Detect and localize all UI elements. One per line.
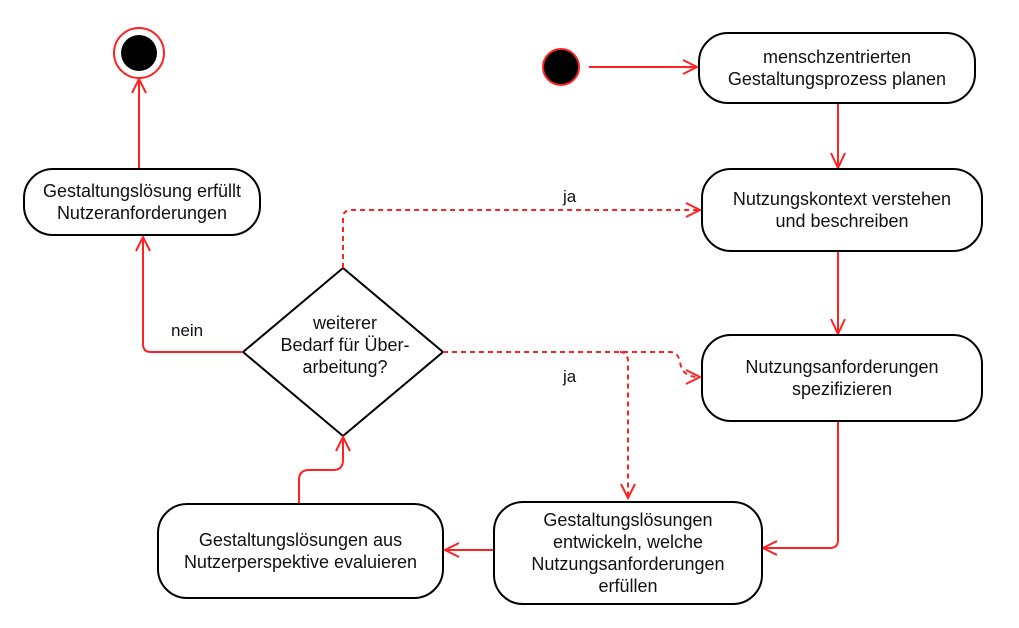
start-node [542,48,580,86]
arrow-requirements-develop [760,540,778,556]
edge-decision-context [342,209,698,268]
edge-decision-fulfilled [142,238,243,353]
arrow-evaluate-decision [335,434,351,452]
edge-decision-requirements [443,351,699,378]
node-requirements: Nutzungsanforderungen spezifizieren [701,334,983,422]
arrow-fulfilled-end [131,76,147,94]
node-develop: Gestaltungslösungen entwickeln, welche N… [493,501,763,605]
arrow-decision-fulfilled [135,234,151,252]
arrow-decision-develop [620,483,636,501]
node-evaluate: Gestaltungslösungen aus Nutzerperspektiv… [157,503,444,599]
arrow-start-plan [682,59,700,75]
decision-label: weiterer Bedarf für Über- arbeitung? [280,313,410,377]
edge-decision-develop [619,351,629,496]
arrow-develop-evaluate [442,542,460,558]
node-plan: menschzentrierten Gestaltungsprozess pla… [698,32,976,104]
edge-label-ja-bottom: ja [563,367,577,386]
node-fulfilled: Gestaltungslösung erfüllt Nutzeranforder… [23,168,261,236]
arrow-decision-requirements [685,369,703,385]
node-context: Nutzungskontext verstehen und beschreibe… [701,168,983,252]
edge-label-nein: nein [171,321,204,340]
edge-evaluate-decision [298,438,344,503]
arrow-decision-context [685,202,703,218]
end-node [121,35,157,71]
edge-requirements-develop [764,422,839,549]
edge-label-ja-top: ja [563,187,577,206]
